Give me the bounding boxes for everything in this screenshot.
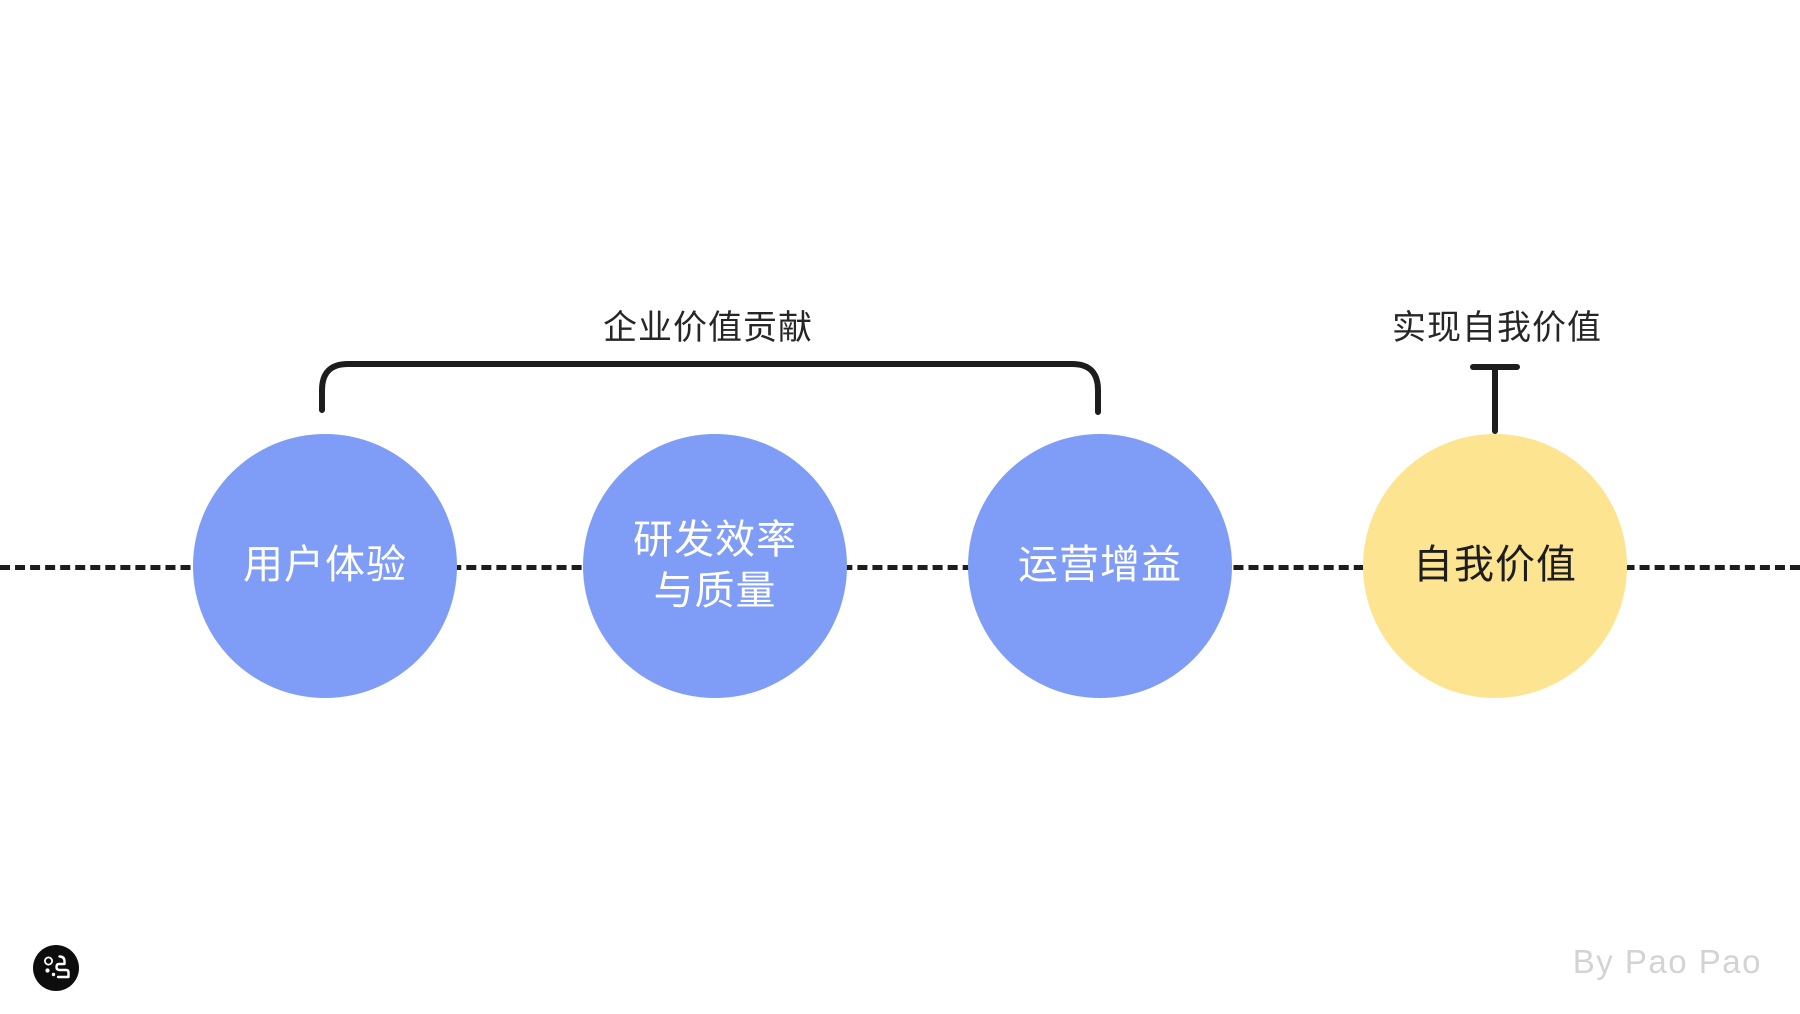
group-bracket	[319, 361, 1101, 415]
node-rd-efficiency-quality[interactable]: 研发效率 与质量	[583, 434, 847, 698]
node-operational-gain[interactable]: 运营增益	[968, 434, 1232, 698]
caption-enterprise-value: 企业价值贡献	[603, 309, 813, 347]
caption-self-value: 实现自我价值	[1392, 309, 1602, 347]
dashed-baseline	[0, 565, 1800, 570]
node-label-rd-efficiency-quality: 研发效率 与质量	[633, 517, 797, 613]
node-label-operational-gain: 运营增益	[1018, 543, 1182, 588]
pao-pao-logo-icon	[33, 945, 79, 991]
self-value-tick	[1470, 364, 1520, 434]
node-self-worth[interactable]: 自我价值	[1363, 434, 1627, 698]
node-label-user-experience: 用户体验	[243, 543, 407, 588]
watermark-text: By Pao Pao	[1572, 943, 1762, 980]
node-user-experience[interactable]: 用户体验	[193, 434, 457, 698]
node-label-self-worth: 自我价值	[1413, 543, 1577, 588]
